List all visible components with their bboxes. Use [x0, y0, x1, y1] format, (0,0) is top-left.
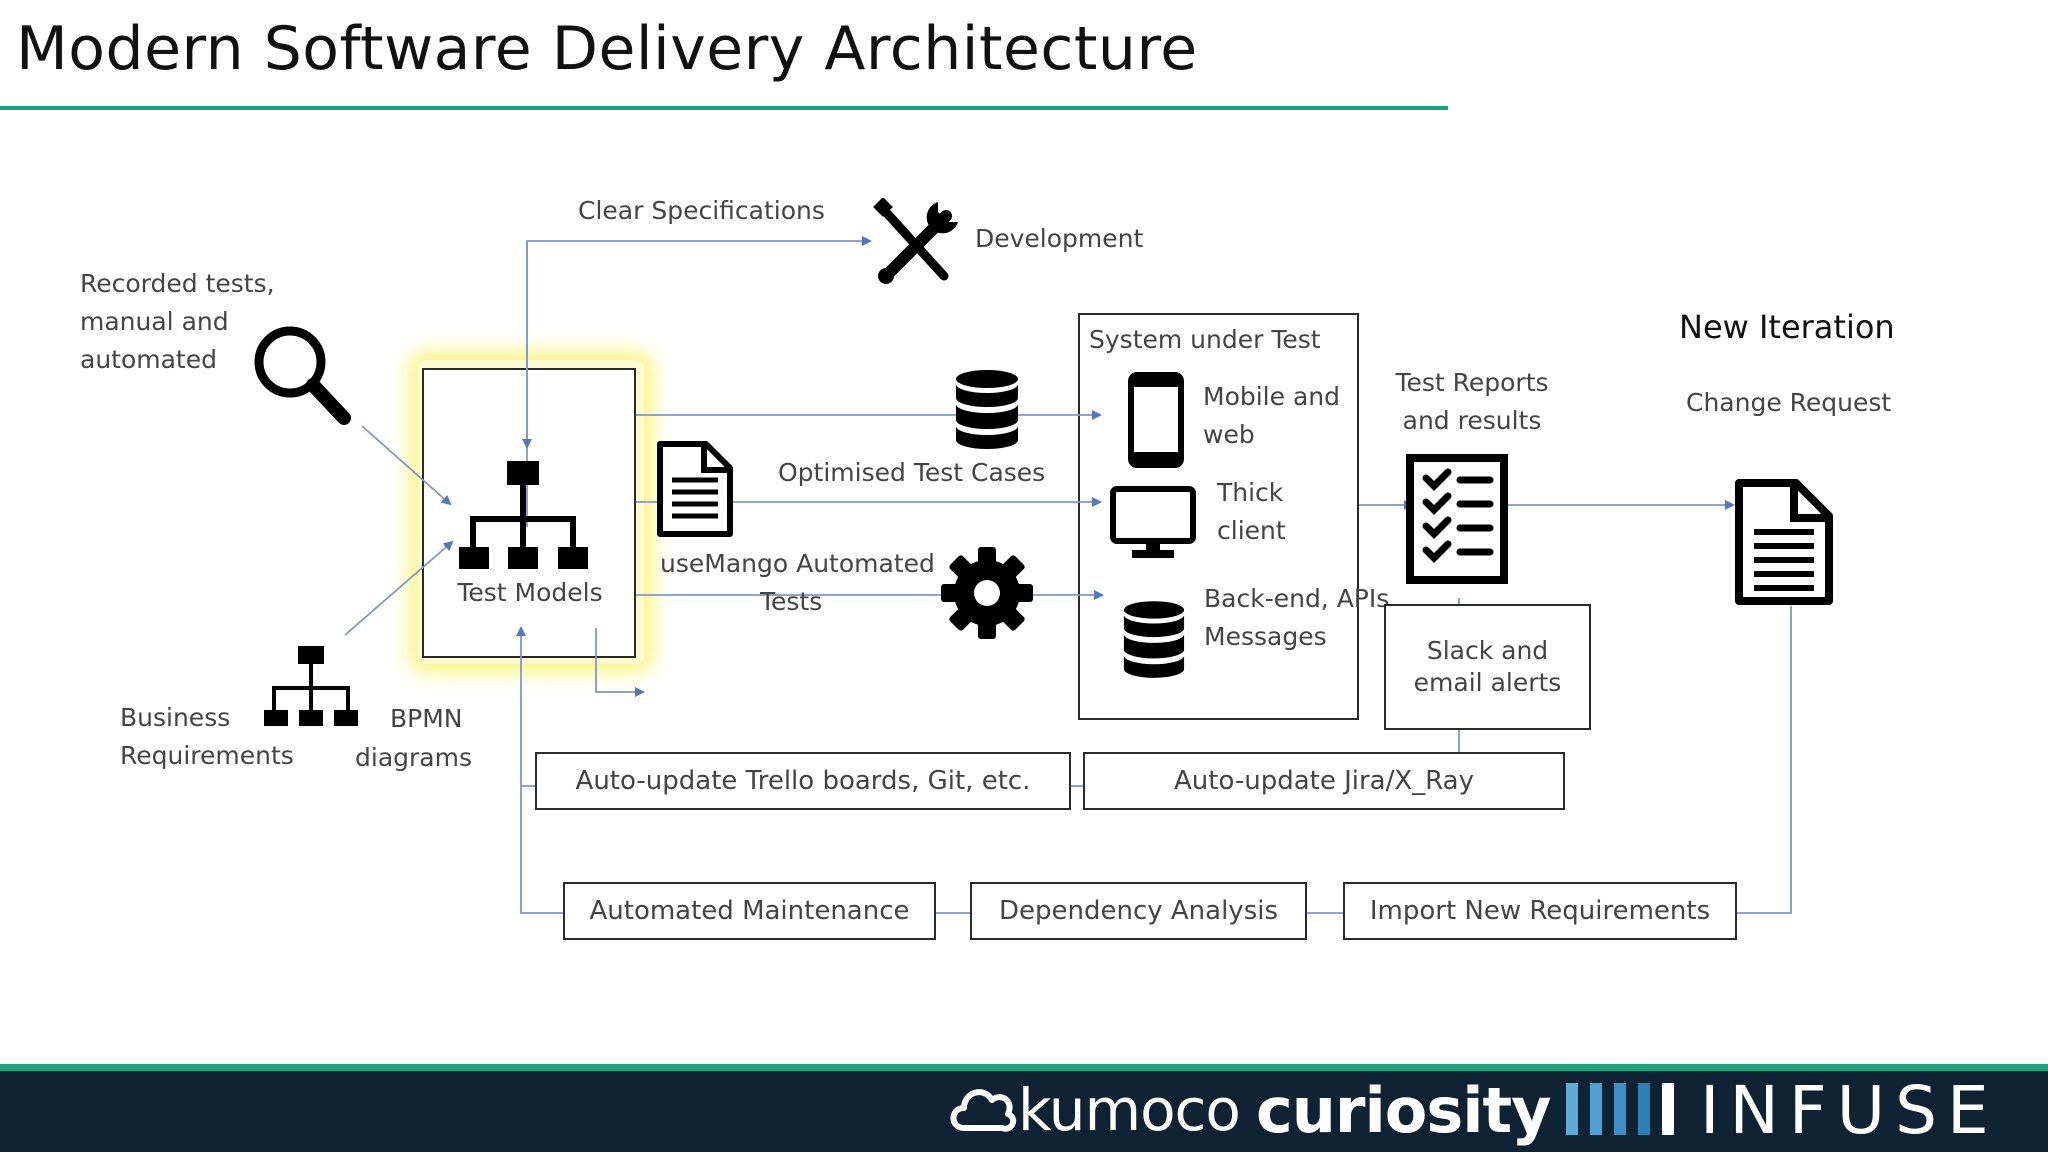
kumoco-cloud-icon	[950, 1089, 1017, 1132]
tools-icon	[873, 198, 958, 284]
slack-email-alerts-box[interactable]: Slack and email alerts	[1384, 604, 1591, 730]
monitor-icon	[1110, 486, 1196, 558]
clear-specifications-label: Clear Specifications	[578, 196, 825, 225]
slack-alerts-line2: email alerts	[1413, 668, 1562, 697]
bpmn-hierarchy-icon	[264, 646, 358, 726]
infuse-logo: INFUSE	[1700, 1071, 1999, 1149]
page-title: Modern Software Delivery Architecture	[16, 14, 1198, 84]
infuse-bar	[1638, 1083, 1650, 1135]
hierarchy-icon	[459, 461, 588, 569]
infuse-bars-icon	[1566, 1083, 1674, 1135]
backend-line1: Back-end, APIs,	[1204, 584, 1398, 613]
thick-client-line2: client	[1217, 516, 1286, 545]
backend-line2: Messages	[1204, 622, 1327, 651]
footer-accent-rule	[0, 1064, 2048, 1071]
new-iteration-heading: New Iteration	[1679, 308, 1895, 346]
database-icon	[956, 370, 1018, 449]
test-reports-line1: Test Reports	[1395, 368, 1549, 397]
recorded-tests-line3: automated	[80, 345, 217, 374]
optimised-test-cases-label: Optimised Test Cases	[778, 458, 1046, 487]
recorded-tests-line1: Recorded tests,	[80, 269, 275, 298]
arrow-feedback-to-test-models	[516, 626, 563, 914]
import-new-requirements-box[interactable]: Import New Requirements	[1343, 882, 1737, 940]
automated-maintenance-box[interactable]: Automated Maintenance	[563, 882, 936, 940]
arrow-recorded-to-test-models	[361, 425, 452, 506]
infuse-bar	[1662, 1083, 1674, 1135]
change-request-document-icon	[1735, 479, 1833, 605]
trello-update-box[interactable]: Auto-update Trello boards, Git, etc.	[535, 752, 1071, 810]
curiosity-logo: curiosity	[1256, 1073, 1552, 1147]
checklist-icon	[1406, 454, 1508, 584]
backend-database-icon	[1123, 601, 1185, 678]
feedback-loop	[1737, 606, 1792, 914]
jira-update-box[interactable]: Auto-update Jira/X_Ray	[1083, 752, 1565, 810]
test-reports-line2: and results	[1402, 406, 1542, 435]
arrow-test-models-side	[595, 628, 645, 697]
dependency-analysis-box[interactable]: Dependency Analysis	[970, 882, 1307, 940]
slack-alerts-line1: Slack and	[1426, 636, 1549, 665]
document-icon	[657, 441, 733, 537]
arrow-bpmn-to-test-models	[344, 540, 454, 636]
mobile-web-line1: Mobile and	[1203, 382, 1340, 411]
usemango-line2: Tests	[760, 587, 823, 616]
kumoco-logo: kumoco	[1018, 1076, 1241, 1144]
thick-client-line1: Thick	[1217, 478, 1284, 507]
infuse-bar	[1614, 1083, 1626, 1135]
magnifier-icon	[254, 326, 351, 425]
infuse-bar	[1590, 1083, 1602, 1135]
development-label: Development	[975, 224, 1144, 253]
test-models-box[interactable]	[422, 368, 636, 658]
recorded-tests-line2: manual and	[80, 307, 229, 336]
mobile-phone-icon	[1128, 372, 1184, 468]
change-request-label: Change Request	[1686, 388, 1892, 417]
business-requirements-line2: Requirements	[120, 741, 294, 770]
business-requirements-line1: Business	[120, 703, 231, 732]
system-under-test-label: System under Test	[1089, 325, 1321, 354]
gear-icon	[941, 547, 1033, 639]
test-models-label: Test Models	[457, 578, 603, 607]
footer-bar	[0, 1064, 2048, 1152]
title-underline	[0, 106, 1448, 110]
bpmn-line1: BPMN	[390, 704, 463, 733]
usemango-line1: useMango Automated	[660, 549, 935, 578]
bpmn-line2: diagrams	[355, 743, 472, 772]
infuse-bar	[1566, 1083, 1578, 1135]
mobile-web-line2: web	[1203, 420, 1255, 449]
